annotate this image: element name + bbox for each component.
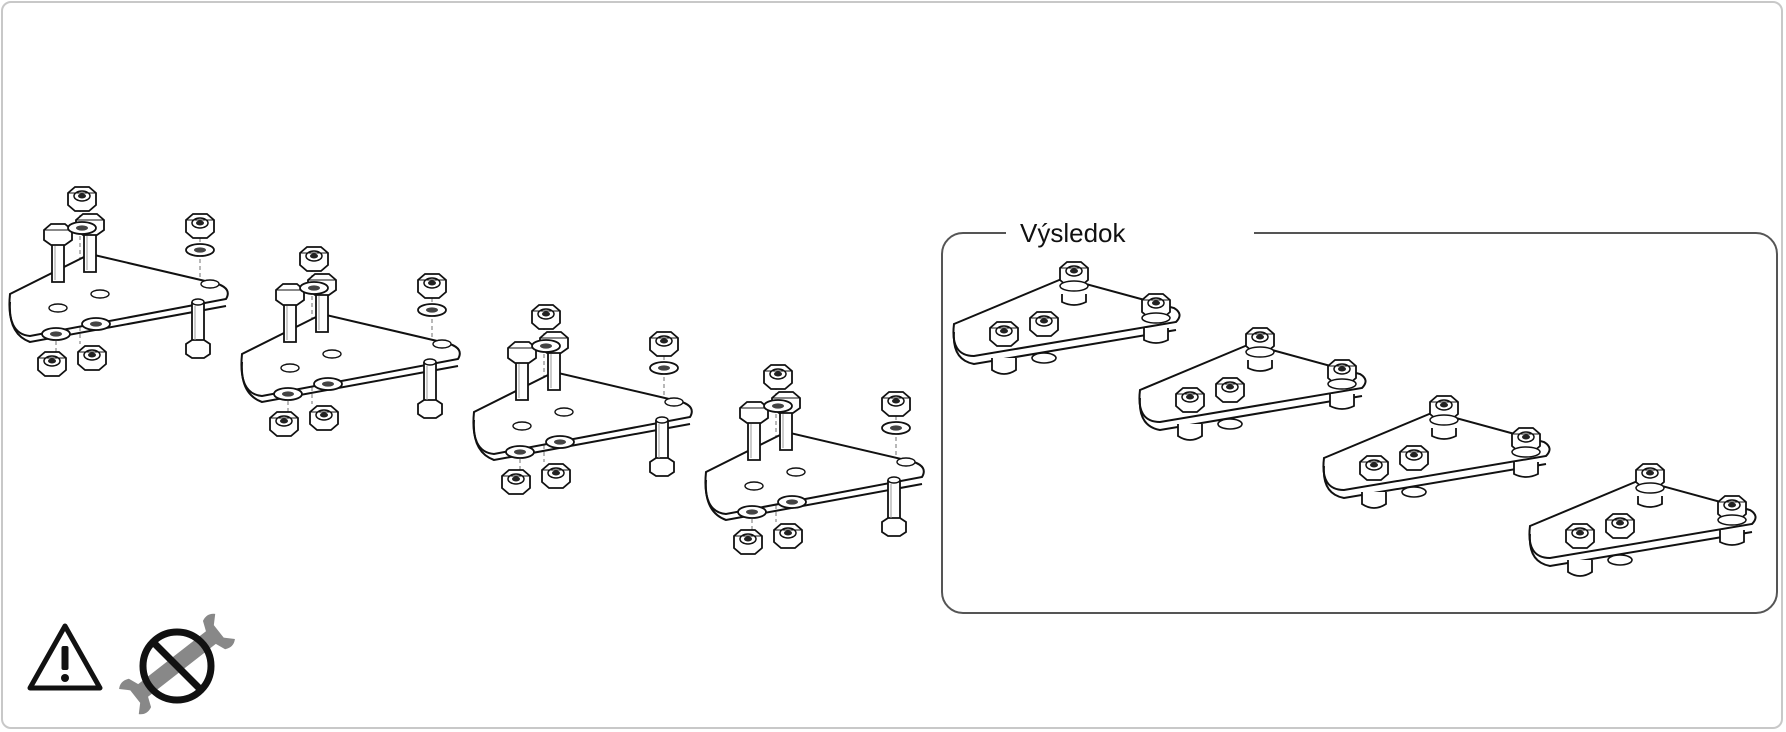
exploded-assembly-2 <box>241 247 459 436</box>
exploded-assembly-1 <box>9 187 227 376</box>
warning-triangle-icon <box>27 623 103 691</box>
result-label: Výsledok <box>1006 213 1254 253</box>
exploded-assembly-3 <box>473 305 691 494</box>
result-box <box>941 232 1778 614</box>
exploded-assembly-4 <box>705 365 923 554</box>
no-tools-icon <box>119 613 235 715</box>
